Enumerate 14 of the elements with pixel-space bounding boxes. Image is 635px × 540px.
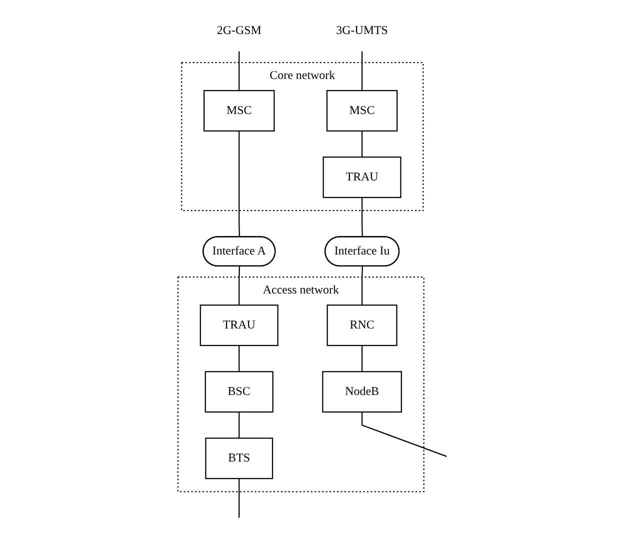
network-element-box: BTS	[204, 438, 273, 480]
interface-ellipse: Interface Iu	[324, 236, 400, 266]
network-element-box: NodeB	[322, 371, 402, 413]
frame-title: Core network	[269, 69, 335, 82]
network-element-box: MSC	[326, 90, 398, 132]
network-element-box: BSC	[204, 371, 274, 413]
network-element-box: TRAU	[200, 304, 278, 346]
interface-ellipse: Interface A	[202, 236, 276, 266]
column-heading: 2G-GSM	[216, 24, 262, 38]
network-element-box: TRAU	[322, 156, 402, 198]
frame-title: Access network	[262, 284, 339, 297]
column-heading: 3G-UMTS	[336, 24, 388, 38]
network-element-box: MSC	[203, 90, 274, 132]
network-element-box: RNC	[326, 304, 398, 346]
